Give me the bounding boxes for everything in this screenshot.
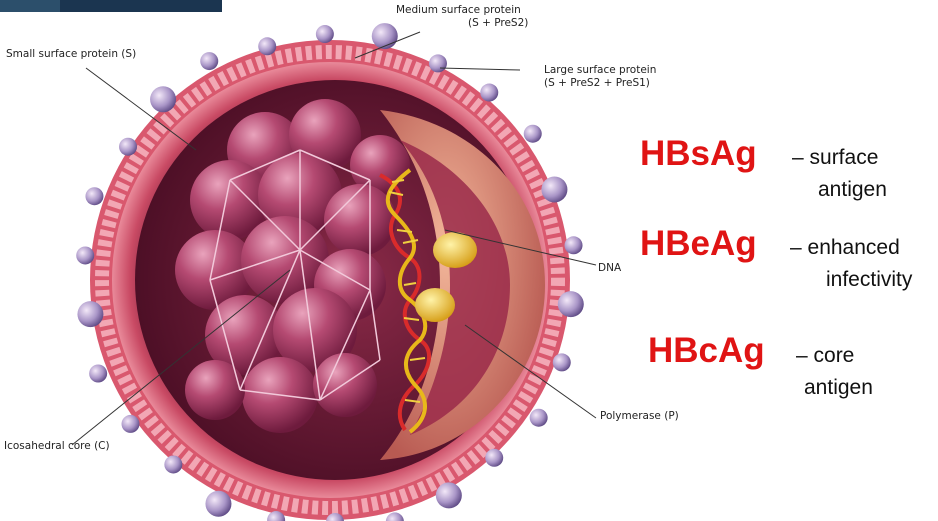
antigen-hbsag-desc: – surface: [792, 146, 878, 170]
surface-protein-spike: [524, 125, 542, 143]
surface-protein-spike: [205, 491, 231, 517]
antigen-hbeag-desc-2: infectivity: [826, 268, 912, 292]
surface-protein-spike: [485, 449, 503, 467]
antigen-hbcag-desc: – core: [796, 344, 854, 368]
label-dna: DNA: [598, 262, 621, 275]
surface-protein-spike: [150, 86, 176, 112]
surface-protein-spike: [558, 291, 584, 317]
surface-protein-spike: [164, 455, 182, 473]
antigen-hbeag-desc: – enhanced: [790, 236, 900, 260]
surface-protein-spike: [85, 187, 103, 205]
surface-protein-spike: [565, 236, 583, 254]
surface-protein-spike: [530, 409, 548, 427]
polymerase-blob: [415, 288, 455, 322]
surface-protein-spike: [258, 37, 276, 55]
label-medium-surface-protein: Medium surface protein: [396, 4, 521, 17]
surface-protein-spike: [77, 301, 103, 327]
surface-protein-spike: [89, 365, 107, 383]
surface-protein-spike: [553, 353, 571, 371]
polymerase-blob: [433, 232, 477, 268]
blank-patch: [470, 475, 670, 521]
surface-protein-spike: [386, 512, 404, 521]
antigen-hbsag-desc-2: antigen: [818, 178, 887, 202]
label-small-surface-protein: Small surface protein (S): [6, 48, 136, 61]
label-medium-surface-protein-detail: (S + PreS2): [468, 17, 528, 30]
surface-protein-spike: [316, 25, 334, 43]
surface-protein-spike: [372, 23, 398, 49]
antigen-hbeag: HBeAg: [640, 225, 757, 263]
surface-protein-spike: [429, 54, 447, 72]
antigen-hbsag: HBsAg: [640, 135, 757, 173]
surface-protein-spike: [200, 52, 218, 70]
surface-protein-spike: [480, 84, 498, 102]
label-icosahedral-core: Icosahedral core (C): [4, 440, 110, 453]
surface-protein-spike: [541, 176, 567, 202]
surface-protein-spike: [119, 138, 137, 156]
label-large-surface-protein-detail: (S + PreS2 + PreS1): [544, 77, 650, 90]
surface-protein-spike: [76, 246, 94, 264]
antigen-hbcag-desc-2: antigen: [804, 376, 873, 400]
antigen-hbcag: HBcAg: [648, 332, 765, 370]
surface-protein-spike: [436, 482, 462, 508]
core-capsomere: [313, 353, 377, 417]
core-capsomere: [324, 184, 396, 256]
core-capsomere: [185, 360, 245, 420]
surface-protein-spike: [122, 415, 140, 433]
label-polymerase: Polymerase (P): [600, 410, 679, 423]
label-large-surface-protein: Large surface protein: [544, 64, 656, 77]
